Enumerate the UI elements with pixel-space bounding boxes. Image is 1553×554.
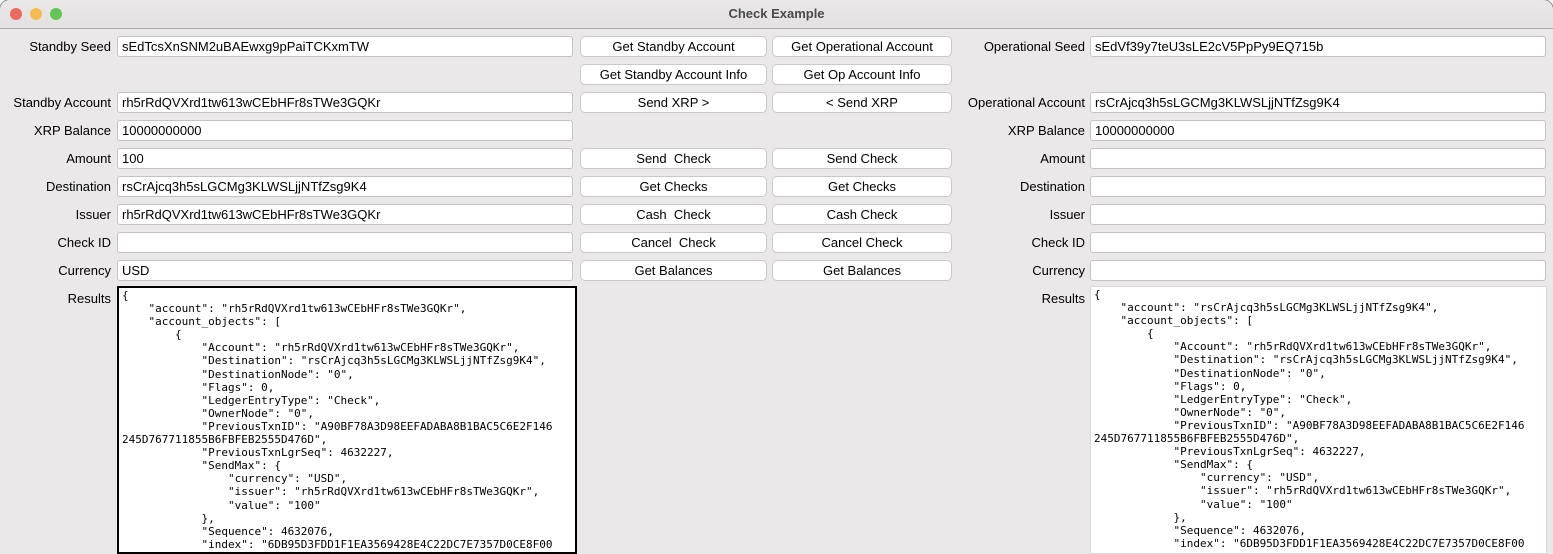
standby-seed-label: Standby Seed [29, 39, 111, 54]
get-operational-account-button[interactable]: Get Operational Account [772, 36, 952, 57]
get-balances-standby-button[interactable]: Get Balances [580, 260, 767, 281]
standby-xrp-balance-label: XRP Balance [33, 123, 111, 138]
standby-results-label: Results [67, 291, 111, 306]
standby-currency-field[interactable] [117, 260, 573, 281]
get-checks-standby-button[interactable]: Get Checks [580, 176, 767, 197]
operational-results-area[interactable]: { "account": "rsCrAjcq3h5sLGCMg3KLWSLjjN… [1090, 286, 1547, 554]
operational-issuer-label: Issuer [1049, 207, 1085, 222]
operational-amount-field[interactable] [1090, 148, 1546, 169]
operational-currency-label: Currency [1032, 263, 1085, 278]
send-xrp-left-button[interactable]: < Send XRP [772, 92, 952, 113]
cancel-check-standby-button[interactable]: Cancel Check [580, 232, 767, 253]
cash-check-operational-button[interactable]: Cash Check [772, 204, 952, 225]
standby-account-field[interactable] [117, 92, 573, 113]
operational-account-field[interactable] [1090, 92, 1546, 113]
standby-results-area[interactable]: { "account": "rh5rRdQVXrd1tw613wCEbHFr8s… [117, 286, 577, 554]
get-standby-account-button[interactable]: Get Standby Account [580, 36, 767, 57]
operational-check-id-field[interactable] [1090, 232, 1546, 253]
operational-destination-field[interactable] [1090, 176, 1546, 197]
standby-amount-field[interactable] [117, 148, 573, 169]
get-checks-operational-button[interactable]: Get Checks [772, 176, 952, 197]
operational-xrp-balance-label: XRP Balance [1007, 123, 1085, 138]
send-xrp-right-button[interactable]: Send XRP > [580, 92, 767, 113]
close-window-icon[interactable] [10, 8, 22, 20]
operational-amount-label: Amount [1040, 151, 1085, 166]
get-balances-operational-button[interactable]: Get Balances [772, 260, 952, 281]
send-check-standby-button[interactable]: Send Check [580, 148, 767, 169]
window-title: Check Example [728, 6, 825, 21]
operational-xrp-balance-field[interactable] [1090, 120, 1546, 141]
standby-check-id-field[interactable] [117, 232, 573, 253]
standby-issuer-field[interactable] [117, 204, 573, 225]
operational-seed-field[interactable] [1090, 36, 1546, 57]
standby-account-label: Standby Account [13, 95, 111, 110]
operational-check-id-label: Check ID [1031, 235, 1085, 250]
standby-check-id-label: Check ID [57, 235, 111, 250]
cash-check-standby-button[interactable]: Cash Check [580, 204, 767, 225]
standby-currency-label: Currency [58, 263, 111, 278]
get-op-account-info-button[interactable]: Get Op Account Info [772, 64, 952, 85]
operational-results-label: Results [1041, 291, 1085, 306]
standby-seed-field[interactable] [117, 36, 573, 57]
operational-seed-label: Operational Seed [983, 39, 1085, 54]
titlebar: Check Example [0, 0, 1553, 29]
get-standby-account-info-button[interactable]: Get Standby Account Info [580, 64, 767, 85]
zoom-window-icon[interactable] [50, 8, 62, 20]
standby-amount-label: Amount [66, 151, 111, 166]
standby-issuer-label: Issuer [75, 207, 111, 222]
standby-xrp-balance-field[interactable] [117, 120, 573, 141]
minimize-window-icon[interactable] [30, 8, 42, 20]
send-check-operational-button[interactable]: Send Check [772, 148, 952, 169]
operational-account-label: Operational Account [967, 95, 1085, 110]
cancel-check-operational-button[interactable]: Cancel Check [772, 232, 952, 253]
operational-destination-label: Destination [1019, 179, 1085, 194]
standby-destination-label: Destination [45, 179, 111, 194]
operational-currency-field[interactable] [1090, 260, 1546, 281]
operational-issuer-field[interactable] [1090, 204, 1546, 225]
standby-destination-field[interactable] [117, 176, 573, 197]
